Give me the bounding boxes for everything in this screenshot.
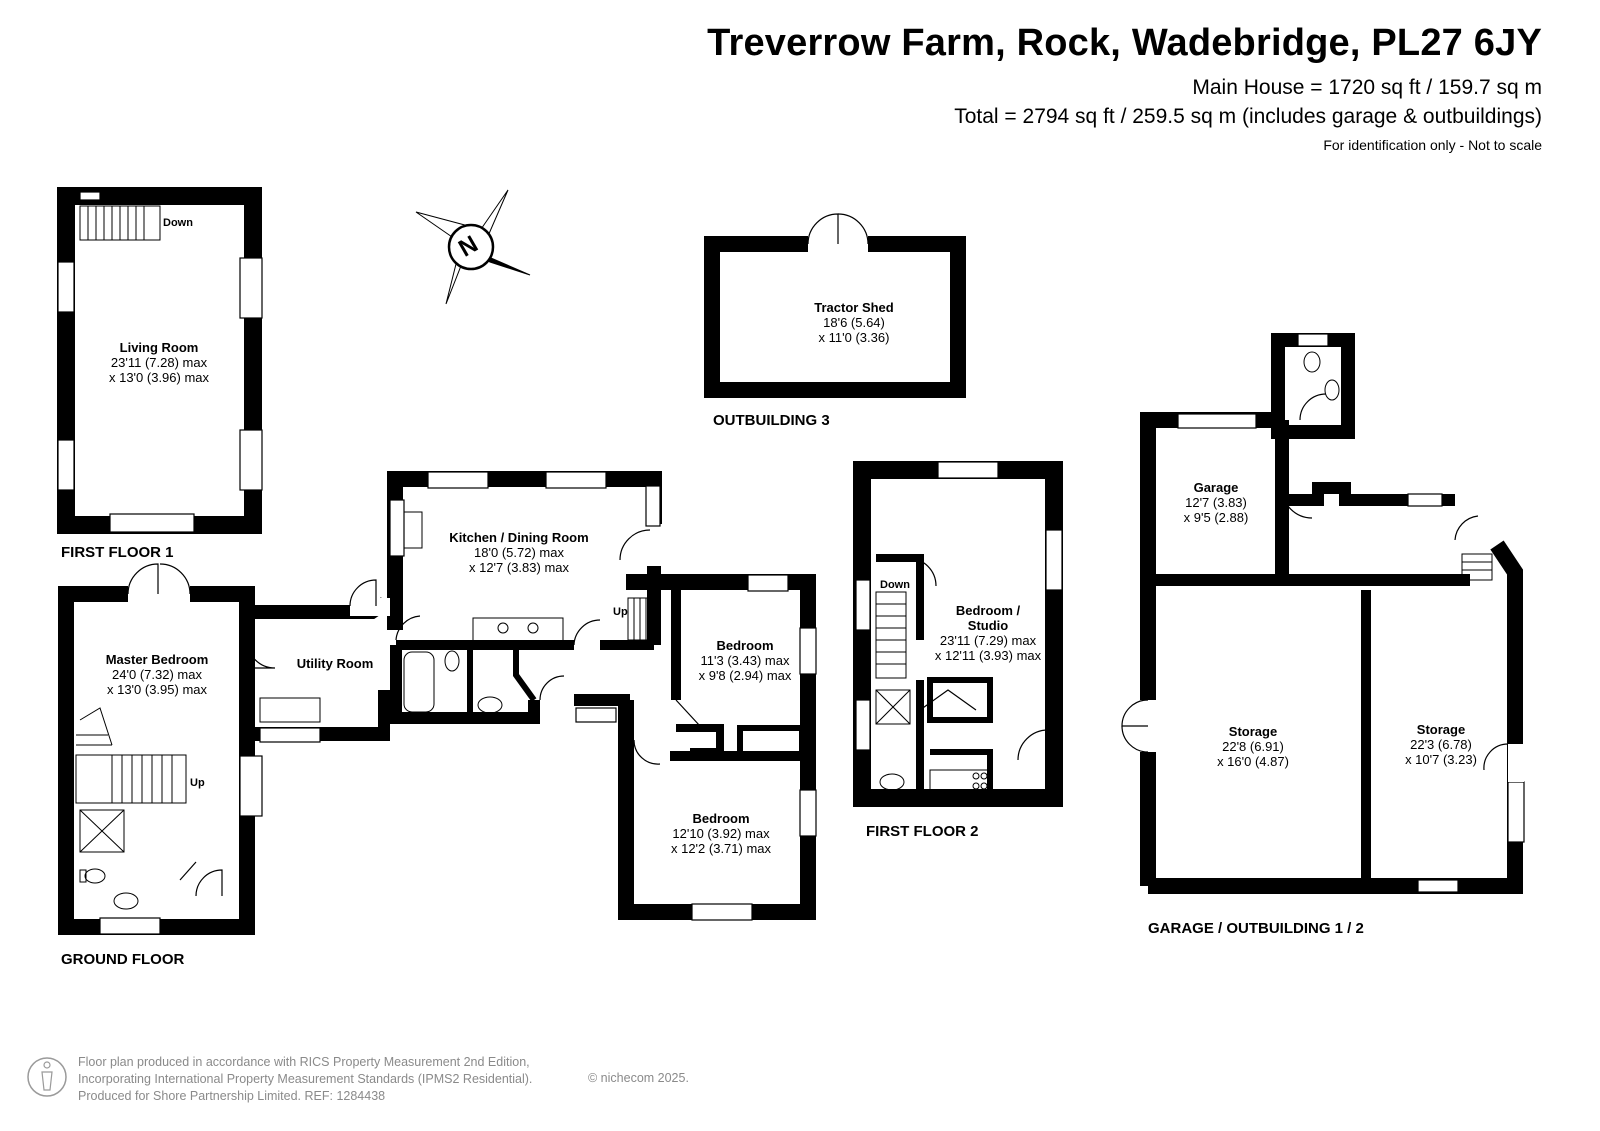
room-master-bedroom: Master Bedroom 24'0 (7.32) max x 13'0 (3…: [106, 652, 209, 697]
utility-sink: [259, 697, 321, 723]
room-dim: x 13'0 (3.96) max: [108, 370, 210, 385]
kitchen-hob: [472, 617, 564, 643]
room-name: Garage: [1193, 480, 1239, 495]
garage-walls: [1140, 412, 1282, 700]
room-dim: 18'0 (5.72) max: [474, 545, 564, 560]
stair-label-down: Down: [163, 217, 193, 229]
room-studio: Bedroom / Studio 23'11 (7.29) max x 12'1…: [935, 603, 1041, 663]
compass-rose: [415, 189, 531, 305]
room-dim: 11'3 (3.43) max: [700, 653, 790, 668]
room-name: Kitchen / Dining Room: [449, 530, 589, 545]
room-dim: x 11'0 (3.36): [818, 330, 890, 345]
stair-label-down-studio: Down: [880, 579, 910, 591]
stairs-master-bedroom: [75, 707, 187, 804]
room-dim: x 10'7 (3.23): [1405, 752, 1477, 767]
accessibility-logo-icon: [27, 1057, 67, 1097]
room-storage-a: Storage 22'8 (6.91) x 16'0 (4.87): [1217, 724, 1289, 769]
room-dim: 23'11 (7.28) max: [110, 355, 208, 370]
bath: [403, 651, 435, 713]
studio-kitchen: [929, 769, 989, 793]
page-title: Treverrow Farm, Rock, Wadebridge, PL27 6…: [707, 22, 1542, 64]
room-dim: 22'8 (6.91): [1222, 739, 1284, 754]
room-name: Utility Room: [296, 656, 374, 671]
bedrooms-walls: [618, 574, 816, 920]
room-name: Storage: [1416, 722, 1466, 737]
wc-toilet: [1303, 351, 1321, 373]
room-bedroom-a: Bedroom 11'3 (3.43) max x 9'8 (2.94) max: [699, 638, 792, 683]
shower-tray: [79, 809, 125, 853]
room-name: Master Bedroom: [105, 652, 209, 667]
room-storage-b: Storage 22'3 (6.78) x 10'7 (3.23): [1405, 722, 1477, 767]
room-bedroom-b: Bedroom 12'10 (3.92) max x 12'2 (3.71) m…: [671, 811, 771, 856]
basin-bath: [477, 696, 503, 714]
room-dim: 18'6 (5.64): [823, 315, 885, 330]
studio-shower: [875, 689, 911, 725]
room-name: Living Room: [119, 340, 199, 355]
floor-label-garage-outbuilding: GARAGE / OUTBUILDING 1 / 2: [1148, 920, 1364, 937]
floor-label-ground-floor: GROUND FLOOR: [61, 951, 185, 968]
floor-label-first-floor-1: FIRST FLOOR 1: [61, 544, 174, 561]
stairs-outbuilding: [1461, 553, 1493, 581]
room-dim: 12'10 (3.92) max: [672, 826, 770, 841]
room-name: Storage: [1228, 724, 1278, 739]
room-dim: 23'11 (7.29) max: [939, 633, 1037, 648]
room-dim: 24'0 (7.32) max: [112, 667, 202, 682]
toilet-bath: [444, 650, 460, 672]
room-dim: x 12'11 (3.93) max: [934, 648, 1042, 663]
toilet: [84, 868, 106, 884]
room-name: Bedroom: [692, 811, 750, 826]
footer-line: Produced for Shore Partnership Limited. …: [78, 1089, 386, 1103]
room-dim: x 12'7 (3.83) max: [468, 560, 570, 575]
wc-basin: [1324, 379, 1340, 401]
room-name: Bedroom /: [955, 603, 1021, 618]
room-tractor-shed: Tractor Shed 18'6 (5.64) x 11'0 (3.36): [814, 300, 893, 345]
room-dim: 22'3 (6.78): [1410, 737, 1472, 752]
room-dim: x 13'0 (3.95) max: [106, 682, 208, 697]
room-name: Tractor Shed: [814, 300, 894, 315]
room-dim: x 9'5 (2.88): [1183, 510, 1249, 525]
stairs-living-room: [79, 205, 161, 241]
main-house-area: Main House = 1720 sq ft / 159.7 sq m: [1192, 76, 1542, 99]
room-dim: x 16'0 (4.87): [1217, 754, 1289, 769]
room-dim: x 12'2 (3.71) max: [670, 841, 772, 856]
room-living-room: Living Room 23'11 (7.28) max x 13'0 (3.9…: [109, 340, 209, 385]
stair-label-up: Up: [190, 777, 205, 789]
stair-label-up-kitchen: Up: [613, 606, 628, 618]
floor-label-first-floor-2: FIRST FLOOR 2: [866, 823, 979, 840]
disclaimer: For identification only - Not to scale: [1323, 137, 1542, 153]
floor-label-outbuilding-3: OUTBUILDING 3: [713, 412, 830, 429]
stairs-studio: [875, 591, 907, 679]
room-utility: Utility Room: [297, 656, 374, 671]
studio-basin: [879, 773, 905, 791]
room-name: Bedroom: [716, 638, 774, 653]
room-garage: Garage 12'7 (3.83) x 9'5 (2.88): [1184, 480, 1249, 525]
kitchen-sink: [403, 511, 423, 549]
room-kitchen: Kitchen / Dining Room 18'0 (5.72) max x …: [449, 530, 588, 575]
master-bedroom-walls: [58, 586, 255, 935]
room-dim: x 9'8 (2.94) max: [698, 668, 792, 683]
total-area: Total = 2794 sq ft / 259.5 sq m (include…: [954, 105, 1542, 128]
basin: [113, 892, 139, 910]
footer-line: Floor plan produced in accordance with R…: [78, 1055, 530, 1069]
room-dim: 12'7 (3.83): [1185, 495, 1247, 510]
stairs-kitchen: [627, 597, 651, 641]
room-name: Studio: [967, 618, 1009, 633]
footer-line: Incorporating International Property Mea…: [78, 1072, 533, 1086]
footer-copyright: © nichecom 2025.: [588, 1071, 689, 1085]
footer-notes: Floor plan produced in accordance with R…: [78, 1054, 532, 1105]
